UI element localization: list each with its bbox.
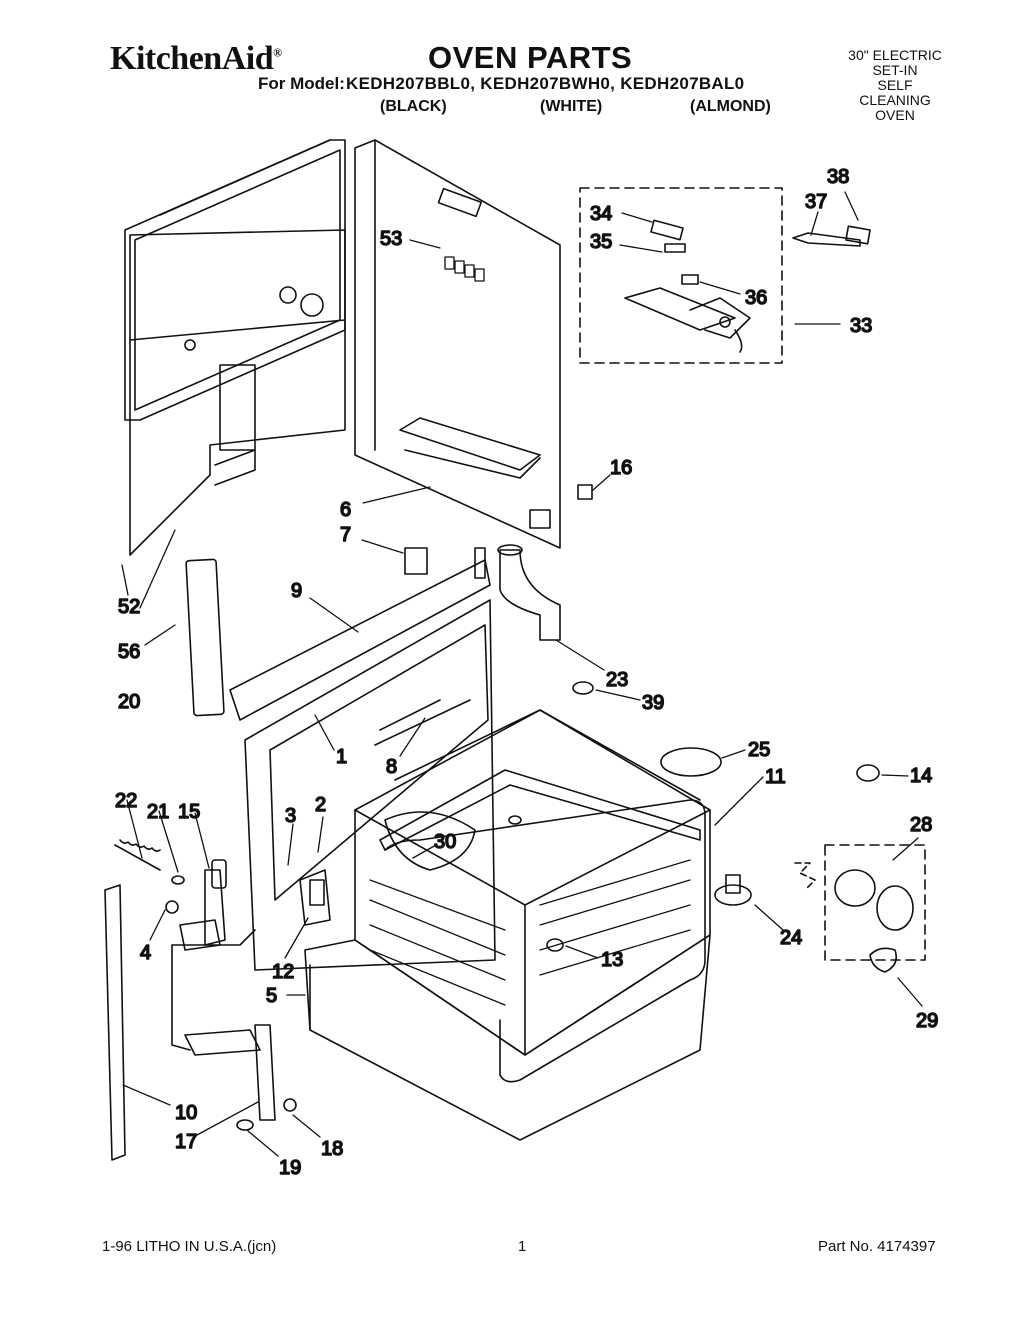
callout-label: 29 bbox=[916, 1010, 938, 1032]
callout-label: 52 bbox=[118, 596, 140, 618]
callout-label: 38 bbox=[827, 166, 849, 188]
brand-logo: KitchenAid® bbox=[110, 40, 282, 78]
callout-label: 22 bbox=[115, 790, 137, 812]
gasket-ring bbox=[856, 764, 880, 782]
description-line: OVEN bbox=[875, 107, 915, 123]
callout-label: 6 bbox=[340, 499, 351, 521]
callout-label: 20 bbox=[118, 691, 140, 713]
clip bbox=[577, 484, 593, 500]
callout-label: 10 bbox=[175, 1102, 197, 1124]
insulation-block bbox=[404, 547, 428, 575]
brand-name: KitchenAid bbox=[110, 40, 274, 77]
callout-label: 8 bbox=[386, 756, 397, 778]
callout-label: 16 bbox=[610, 457, 632, 479]
vent-cover bbox=[660, 747, 722, 777]
callout-label: 1 bbox=[336, 746, 347, 768]
callout-label: 5 bbox=[266, 985, 277, 1007]
broil-pan-base bbox=[304, 934, 711, 1141]
footer-page-number: 1 bbox=[518, 1238, 527, 1255]
brand-registered-mark: ® bbox=[273, 45, 282, 60]
callout-label: 9 bbox=[291, 580, 302, 602]
callout-label: 18 bbox=[321, 1138, 343, 1160]
callout-label: 14 bbox=[910, 765, 932, 787]
description-line: SELF bbox=[877, 77, 913, 93]
callout-label: 36 bbox=[745, 287, 767, 309]
models-label: For Model: bbox=[258, 74, 345, 93]
description-line: CLEANING bbox=[859, 92, 931, 108]
callout-label: 4 bbox=[140, 942, 151, 964]
callout-label: 17 bbox=[175, 1131, 197, 1153]
description-line: SET-IN bbox=[872, 62, 918, 78]
callout-label: 33 bbox=[850, 315, 872, 337]
heating-element bbox=[384, 799, 706, 1083]
callout-label: 37 bbox=[805, 191, 827, 213]
screw-head bbox=[165, 900, 179, 914]
description-line: 30" ELECTRIC bbox=[848, 47, 942, 63]
hinge-spring bbox=[114, 839, 161, 871]
color-white: (WHITE) bbox=[540, 98, 603, 115]
door-hinge-left bbox=[179, 859, 227, 951]
callout-label: 19 bbox=[279, 1157, 301, 1179]
callout-label: 11 bbox=[765, 766, 786, 788]
callout-label: 12 bbox=[272, 961, 294, 983]
back-panel bbox=[354, 139, 561, 549]
top-vent-duct bbox=[474, 544, 594, 695]
callout-label: 3 bbox=[285, 805, 296, 827]
oven-cavity bbox=[354, 709, 711, 1056]
page-title: OVEN PARTS bbox=[428, 40, 633, 75]
callout-label: 56 bbox=[118, 641, 140, 663]
oven-front-frame bbox=[185, 558, 496, 971]
callout-label: 28 bbox=[910, 814, 932, 836]
color-black: (BLACK) bbox=[380, 98, 447, 115]
callout-label: 30 bbox=[434, 831, 456, 853]
callout-label: 2 bbox=[315, 794, 326, 816]
leader-lines bbox=[121, 191, 923, 1157]
callout-label: 35 bbox=[590, 231, 612, 253]
callout-label: 21 bbox=[147, 801, 169, 823]
appliance-description: 30" ELECTRIC SET-IN SELF CLEANING OVEN bbox=[830, 48, 960, 123]
rear-hinge-bracket bbox=[299, 869, 331, 926]
thermal-switch bbox=[792, 225, 871, 247]
pin bbox=[171, 875, 185, 885]
rear-insulation-panel bbox=[124, 139, 346, 556]
footer-part-number: Part No. 4174397 bbox=[818, 1238, 936, 1255]
callout-label: 53 bbox=[380, 228, 402, 250]
door-hinge-lower bbox=[171, 929, 297, 1131]
model-numbers: KEDH207BBL0, KEDH207BWH0, KEDH207BAL0 bbox=[346, 74, 745, 93]
callout-label: 7 bbox=[340, 524, 351, 546]
footer-print-info: 1-96 LITHO IN U.S.A.(jcn) bbox=[102, 1238, 277, 1255]
latch-assembly bbox=[579, 187, 783, 364]
side-trim-strip bbox=[104, 884, 126, 1161]
callout-label: 15 bbox=[178, 801, 200, 823]
light-socket bbox=[714, 874, 752, 906]
callout-label: 13 bbox=[601, 949, 623, 971]
callout-label: 34 bbox=[590, 203, 612, 225]
light-assembly bbox=[794, 844, 926, 973]
callout-label: 23 bbox=[606, 669, 628, 691]
callout-label: 24 bbox=[780, 927, 802, 949]
color-almond: (ALMOND) bbox=[690, 98, 771, 115]
callout-label: 25 bbox=[748, 739, 770, 761]
callout-label: 39 bbox=[642, 692, 664, 714]
